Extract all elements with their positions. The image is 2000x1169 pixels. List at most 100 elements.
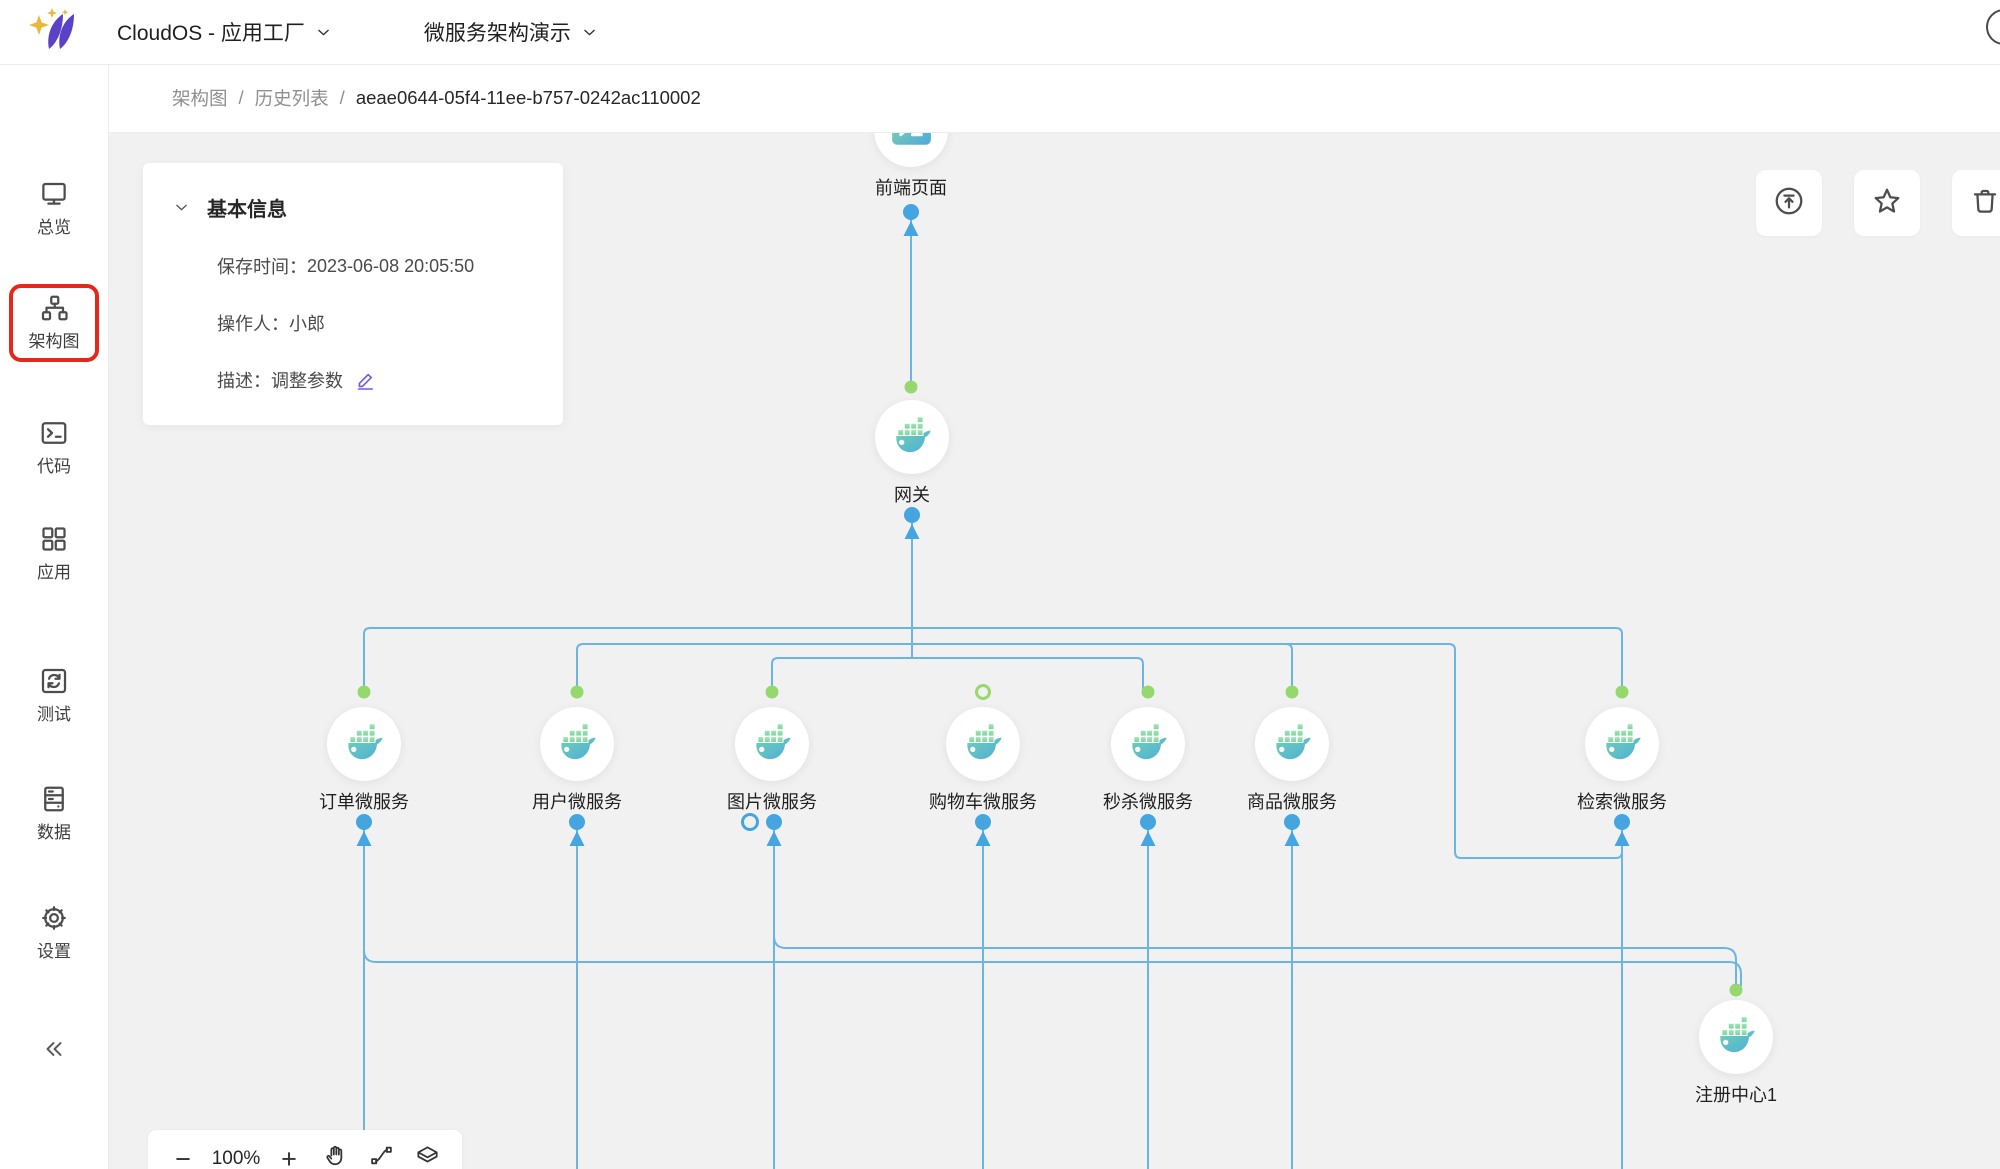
docker-icon (755, 722, 791, 759)
node-label: 前端页面 (875, 178, 947, 198)
upload-circle-icon (1773, 185, 1805, 222)
layers-icon (415, 1143, 440, 1169)
favorite-button[interactable] (1854, 170, 1920, 236)
diagram-edge[interactable] (363, 627, 1623, 692)
diagram-edge[interactable] (363, 949, 1742, 986)
connection-port-green[interactable] (904, 380, 918, 394)
field-label: 保存时间： (217, 257, 307, 277)
layers-tool-button[interactable] (406, 1138, 448, 1169)
cloudos-logo-icon (29, 8, 74, 49)
zoom-in-button[interactable]: + (281, 1143, 297, 1169)
diagram-node-product-service[interactable]: 商品微服务 (1152, 707, 1432, 814)
sidebar-item-apps[interactable]: 应用 (13, 519, 95, 589)
project-title: 微服务架构演示 (423, 22, 571, 45)
docker-icon (966, 722, 1002, 759)
edit-description-button[interactable] (355, 370, 376, 391)
sidebar-item-settings[interactable]: 设置 (13, 898, 95, 968)
node-label: 检索微服务 (1577, 792, 1667, 812)
diagram-node-image-service[interactable]: 图片微服务 (632, 707, 912, 814)
diagram-edge[interactable] (773, 935, 1737, 984)
gear-icon (13, 903, 95, 935)
connection-port-blue[interactable] (903, 204, 919, 220)
sidebar-item-architecture[interactable]: 架构图 (9, 284, 99, 362)
diagram-node-search-service[interactable]: 检索微服务 (1482, 707, 1762, 814)
connection-port-green[interactable] (570, 685, 584, 699)
diagram-canvas[interactable]: 前端页面网关订单微服务用户微服务图片微服务 购物车微服务秒杀微服务商品微服务检索微… (108, 133, 2000, 1169)
save-time-field: 保存时间： 2023-06-08 20:05:50 (173, 253, 563, 279)
delete-button[interactable] (1952, 170, 2000, 236)
connection-port-green-hollow[interactable] (975, 684, 991, 700)
field-value: 2023-06-08 20:05:50 (307, 255, 475, 276)
connection-port-blue[interactable] (766, 814, 782, 830)
diagram-node-seckill-service[interactable]: 秒杀微服务 (1008, 707, 1288, 814)
docker-icon (1131, 722, 1167, 759)
description-field: 描述： 调整参数 (173, 367, 563, 393)
diagram-edge[interactable] (771, 657, 1144, 692)
sidebar-item-overview[interactable]: 总览 (13, 174, 95, 244)
edge-arrow-icon (569, 831, 585, 846)
collapse-sidebar-button[interactable] (0, 1036, 108, 1067)
collapse-panel-chevron-icon[interactable] (173, 199, 190, 216)
docker-icon (1719, 1015, 1755, 1052)
diagram-node-frontend[interactable]: 前端页面 (771, 133, 1051, 200)
diagram-edge[interactable] (576, 643, 1293, 692)
breadcrumb-current-id: aeae0644-05f4-11ee-b757-0242ac110002 (355, 87, 701, 108)
connection-port-blue-hollow[interactable] (741, 813, 759, 831)
project-switcher[interactable]: 微服务架构演示 (424, 17, 598, 47)
breadcrumb-architecture[interactable]: 架构图 (172, 88, 228, 109)
diagram-node-gateway[interactable]: 网关 (772, 400, 1052, 507)
sidebar-item-data[interactable]: 数据 (13, 779, 95, 849)
trash-icon (1969, 185, 2000, 222)
publish-button[interactable] (1756, 170, 1822, 236)
connector-tool-button[interactable] (360, 1138, 402, 1169)
brand-title: CloudOS - 应用工厂 (117, 22, 305, 45)
field-label: 操作人： (217, 314, 289, 334)
connection-port-blue[interactable] (975, 814, 991, 830)
workspace-switcher[interactable]: CloudOS - 应用工厂 (117, 17, 332, 47)
double-chevron-left-icon (41, 1042, 67, 1066)
node-circle (1699, 1000, 1773, 1074)
database-icon (13, 784, 95, 816)
connection-port-green[interactable] (1615, 685, 1629, 699)
connection-port-blue[interactable] (356, 814, 372, 830)
diagram-node-user-service[interactable]: 用户微服务 (437, 707, 717, 814)
node-label: 购物车微服务 (929, 792, 1037, 812)
diagram-node-registry[interactable]: 注册中心1 (1596, 1000, 1876, 1107)
operator-field: 操作人： 小郎 (173, 310, 563, 336)
hand-icon (323, 1143, 348, 1169)
node-label: 图片微服务 (727, 792, 817, 812)
terminal-icon (13, 418, 95, 450)
sidebar-item-code[interactable]: 代码 (13, 413, 95, 483)
node-circle (540, 707, 614, 781)
chevron-down-icon (581, 24, 598, 41)
connection-port-blue[interactable] (1284, 814, 1300, 830)
connection-port-blue[interactable] (569, 814, 585, 830)
diagram-edge[interactable] (912, 643, 1623, 859)
node-circle (1585, 707, 1659, 781)
node-circle (946, 707, 1020, 781)
diagram-node-cart-service[interactable]: 购物车微服务 (843, 707, 1123, 814)
connection-port-green[interactable] (1729, 983, 1743, 997)
connection-port-green[interactable] (765, 685, 779, 699)
connection-port-green[interactable] (1285, 685, 1299, 699)
breadcrumb-history-list[interactable]: 历史列表 (254, 88, 329, 109)
pan-tool-button[interactable] (314, 1138, 356, 1169)
connection-port-green[interactable] (1141, 685, 1155, 699)
connection-port-blue[interactable] (904, 507, 920, 523)
field-value: 调整参数 (271, 371, 343, 391)
breadcrumb-separator: / (339, 87, 345, 108)
edge-arrow-icon (903, 221, 919, 236)
terminal-icon (891, 133, 931, 145)
avatar[interactable] (1986, 9, 2000, 45)
zoom-out-button[interactable]: − (175, 1143, 191, 1169)
top-bar: CloudOS - 应用工厂 微服务架构演示 (0, 0, 2000, 65)
edge-arrow-icon (1140, 831, 1156, 846)
connection-port-blue[interactable] (1614, 814, 1630, 830)
chevron-down-icon (315, 24, 332, 41)
connection-port-blue[interactable] (1140, 814, 1156, 830)
diagram-node-order-service[interactable]: 订单微服务 (224, 707, 504, 814)
sidebar-item-test[interactable]: 测试 (13, 661, 95, 731)
connection-port-green[interactable] (357, 685, 371, 699)
edge-arrow-icon (766, 831, 782, 846)
